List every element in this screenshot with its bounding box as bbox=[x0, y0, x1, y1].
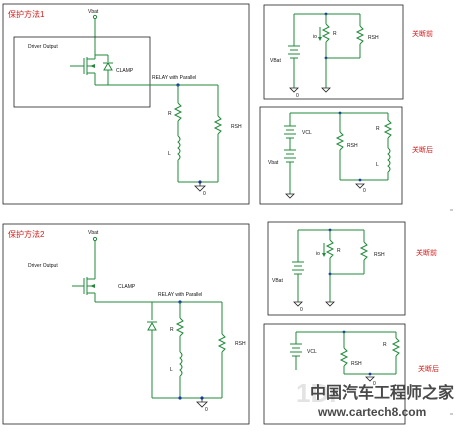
panel-3-io-label: io bbox=[316, 251, 320, 257]
diagram-1-r-label: R bbox=[168, 111, 172, 117]
panel-1-battery-icon bbox=[288, 45, 300, 59]
panel-1-ground-icon-left bbox=[289, 87, 299, 93]
diagram-1-driver-label: Driver Output bbox=[28, 44, 58, 50]
panel-2-vcl-label: VCL bbox=[302, 130, 312, 136]
panel-1-before: VBat R io RSH 0 关断前 bbox=[263, 4, 433, 100]
panel-3-current-arrow-icon bbox=[322, 243, 326, 257]
diagram-1-title: 保护方法1 bbox=[8, 9, 45, 19]
panel-3-rsh-label: RSH bbox=[374, 252, 385, 258]
diagram-1-mosfet bbox=[70, 50, 96, 85]
panel-2-after: VCL Vbat RSH R L 0 关断后 bbox=[259, 106, 433, 205]
panel-2-ground-label: 0 bbox=[363, 188, 366, 194]
panel-2-rsh-label: RSH bbox=[347, 143, 358, 149]
panel-4-ground-icon bbox=[365, 376, 375, 382]
diagram-2-ground-icon bbox=[196, 398, 208, 408]
watermark-url: www.cartech8.com bbox=[317, 405, 426, 419]
diagram-method-2: 保护方法2 Vbat Driver Output CLAMP RELAY wit… bbox=[2, 223, 250, 425]
panel-4-resistor-rsh bbox=[339, 347, 349, 367]
diagram-2-vbat-label: Vbat bbox=[88, 230, 99, 236]
panel-4-ground-label: 0 bbox=[373, 381, 376, 387]
diagram-1-ground-label: 0 bbox=[203, 191, 206, 197]
watermark-ghost-text: 1Dr bbox=[296, 378, 339, 408]
diagram-2-resistor-r bbox=[175, 317, 185, 337]
diagram-2-frame bbox=[2, 223, 250, 425]
diagram-1-frame bbox=[2, 3, 250, 205]
panel-3-resistor-r bbox=[325, 239, 335, 259]
diagram-1-vbat-label: Vbat bbox=[88, 9, 99, 15]
panel-3-r-label: R bbox=[337, 248, 341, 254]
panel-1-rsh-label: RSH bbox=[368, 35, 379, 41]
panel-2-ground-icon-left bbox=[285, 193, 295, 199]
panel-3-side-label: 关断前 bbox=[416, 248, 437, 257]
panel-1-vbat-label: VBat bbox=[270, 58, 281, 64]
panel-2-ground-icon-right bbox=[355, 183, 365, 189]
panel-1-r-label: R bbox=[333, 31, 337, 37]
panel-2-side-label: 关断后 bbox=[412, 145, 433, 154]
diagram-1-driver-box bbox=[13, 36, 151, 108]
panel-4-frame bbox=[263, 323, 406, 425]
panel-3-frame bbox=[267, 221, 406, 316]
diagram-2-inductor-l bbox=[179, 351, 183, 377]
diagram-1-relay-label: RELAY with Parallel bbox=[152, 75, 196, 81]
panel-3-before: VBat R io RSH 0 关断前 bbox=[267, 221, 437, 316]
panel-1-current-arrow-icon bbox=[318, 27, 322, 41]
panel-2-l-label: L bbox=[376, 162, 379, 168]
diagram-method-1: 保护方法1 Vbat Driver Output CLAMP bbox=[2, 3, 250, 205]
panel-2-resistor-r bbox=[383, 119, 393, 139]
panel-1-resistor-rsh bbox=[355, 25, 365, 45]
panel-4-vcl-source-icon bbox=[290, 343, 302, 357]
diagram-2-l-label: L bbox=[170, 367, 173, 373]
diagram-1-inductor-l bbox=[177, 135, 181, 161]
diagram-2-ground-label: 0 bbox=[205, 407, 208, 413]
diagram-2-relay-label: RELAY with Parallel bbox=[158, 292, 202, 298]
watermark: 1Dr 中国汽车工程师之家 www.cartech8.com bbox=[296, 378, 455, 419]
panel-4-after: VCL RSH R 0 关断后 bbox=[263, 323, 439, 425]
diagram-2-rsh-label: RSH bbox=[235, 341, 246, 347]
panel-3-ground-icon-right bbox=[325, 301, 335, 307]
panel-4-resistor-r bbox=[391, 337, 401, 357]
diagram-1-resistor-r bbox=[173, 102, 183, 122]
panel-3-ground-icon-left bbox=[293, 301, 303, 307]
panel-4-vcl-label: VCL bbox=[307, 349, 317, 355]
panel-4-rsh-label: RSH bbox=[351, 361, 362, 367]
diagram-1-l-label: L bbox=[168, 151, 171, 157]
panel-1-ground-label: 0 bbox=[296, 93, 299, 99]
panel-2-battery-icon bbox=[284, 149, 296, 163]
panel-4-side-label: 关断后 bbox=[418, 364, 439, 373]
panel-1-io-label: io bbox=[313, 34, 317, 40]
panel-1-resistor-r bbox=[321, 23, 331, 43]
diagram-2-r-label: R bbox=[170, 327, 174, 333]
diagram-1-clamp-label: CLAMP bbox=[116, 68, 134, 74]
diagram-2-title: 保护方法2 bbox=[8, 229, 45, 239]
panel-2-r-label: R bbox=[376, 126, 380, 132]
diagram-1-resistor-rsh bbox=[213, 115, 223, 135]
diagram-1-rsh-label: RSH bbox=[231, 124, 242, 130]
diagram-2-driver-label: Driver Output bbox=[28, 263, 58, 269]
panel-3-battery-icon bbox=[292, 261, 304, 275]
diagram-2-mosfet bbox=[72, 272, 96, 302]
diagram-1-clamp-zener bbox=[95, 54, 113, 85]
panel-2-frame bbox=[259, 106, 403, 205]
diagram-2-clamp-label: CLAMP bbox=[118, 284, 136, 290]
panel-3-resistor-rsh bbox=[359, 241, 369, 261]
panel-1-ground-icon-right bbox=[321, 87, 331, 93]
panel-1-frame bbox=[263, 4, 404, 100]
watermark-chinese: 中国汽车工程师之家 bbox=[310, 383, 455, 402]
panel-4-r-label: R bbox=[383, 342, 387, 348]
diagram-1-ground-icon bbox=[194, 182, 206, 192]
diagram-2-resistor-rsh bbox=[217, 333, 227, 353]
panel-2-vbat-label: Vbat bbox=[268, 160, 279, 166]
panel-1-side-label: 关断前 bbox=[412, 29, 433, 38]
panel-2-vcl-source-icon bbox=[284, 125, 296, 139]
panel-3-ground-label: 0 bbox=[300, 307, 303, 313]
diagram-2-clamp-zener bbox=[147, 302, 157, 398]
panel-2-resistor-rsh bbox=[335, 131, 345, 151]
panel-2-inductor-l bbox=[387, 147, 391, 173]
panel-3-vbat-label: VBat bbox=[272, 278, 283, 284]
